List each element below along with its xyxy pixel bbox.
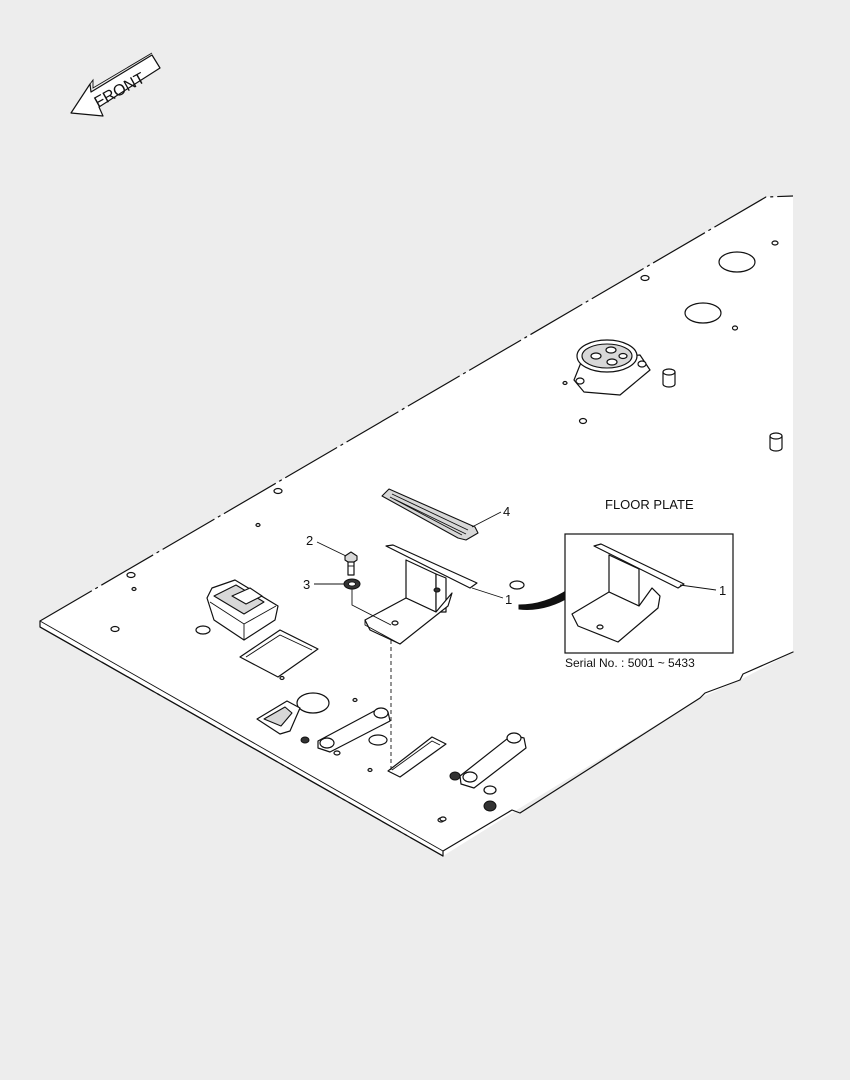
callout-labels: 2 3 4 1 — [303, 504, 512, 607]
callout-3: 3 — [303, 577, 310, 592]
part-1-pedal-bracket — [364, 544, 478, 645]
inset-title: FLOOR PLATE — [605, 497, 694, 512]
part-3-washer — [343, 578, 392, 626]
serial-number: Serial No. : 5001 ~ 5433 — [565, 656, 695, 670]
callout-1: 1 — [505, 592, 512, 607]
part-4-rubber-pad — [381, 488, 479, 541]
inset-callout-1: 1 — [719, 583, 726, 598]
round-flange — [573, 339, 651, 396]
studs — [662, 368, 783, 452]
strap-bar-left — [317, 707, 391, 753]
callout-4: 4 — [503, 504, 510, 519]
front-arrow: FRONT — [70, 52, 161, 117]
hinge-bracket — [256, 700, 310, 744]
plate-cutouts — [239, 629, 447, 778]
latch-bracket — [206, 579, 279, 641]
floor-plate-inset: FLOOR PLATE 1 Serial No. : 5001 ~ 5433 — [564, 497, 734, 670]
callout-2: 2 — [306, 533, 313, 548]
leader-lines — [314, 511, 504, 599]
part-2-bolt — [344, 551, 358, 576]
floor-plate — [39, 195, 794, 857]
strap-bar-right — [439, 732, 527, 822]
